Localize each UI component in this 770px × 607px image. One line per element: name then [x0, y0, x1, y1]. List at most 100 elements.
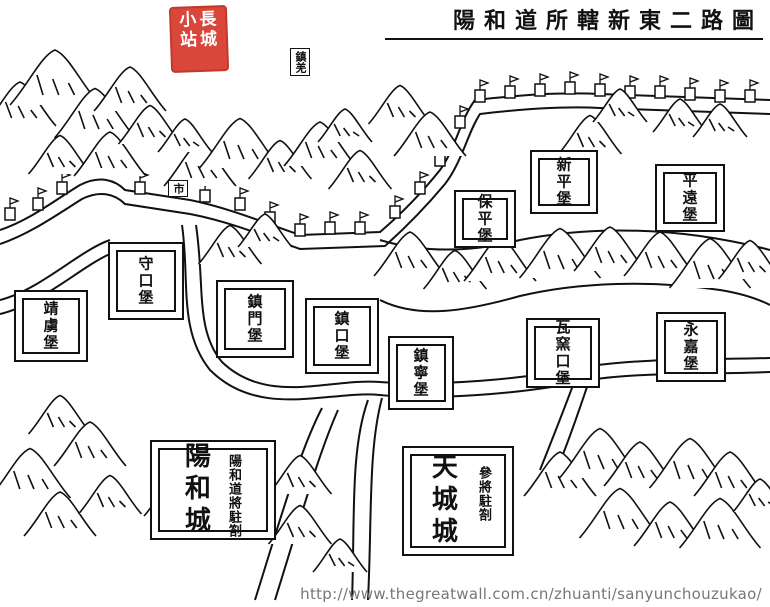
- mountain-peak: [573, 226, 647, 272]
- mountain-hatch: [17, 105, 25, 119]
- mountain-hatch: [714, 471, 723, 489]
- mountain-hatch: [557, 254, 565, 270]
- seal-char: 長: [198, 9, 217, 30]
- mountain-hatch: [30, 109, 38, 119]
- mountain-hatch: [114, 86, 123, 104]
- fort-label: 新平堡: [554, 156, 573, 208]
- mountain-hatch: [36, 74, 44, 96]
- mountain-hatch: [288, 165, 297, 173]
- mountain-hatch: [227, 246, 236, 258]
- mountain-hatch: [727, 475, 735, 489]
- city-yanghe[interactable]: 陽和城 陽和道將駐劄: [150, 440, 276, 540]
- mountain-peak: [652, 98, 708, 133]
- fort-pingyuan[interactable]: 平遠堡: [655, 164, 725, 232]
- tower-flag: [9, 197, 20, 208]
- fort-zhenkou[interactable]: 鎮口堡: [305, 298, 379, 374]
- mountain-hatch: [136, 122, 145, 138]
- fort-zhenning[interactable]: 鎮寧堡: [388, 336, 454, 410]
- seal-char: 站: [179, 30, 198, 51]
- mountain-hatch: [484, 256, 493, 274]
- mountain-hatch: [352, 131, 360, 137]
- mountain-hatch: [173, 133, 181, 147]
- watchtower: [564, 81, 576, 95]
- mountain-hatch: [758, 497, 766, 507]
- watchtower: [414, 181, 426, 195]
- city-sub-label: 參將駐劄: [476, 466, 491, 522]
- mountain-hatch: [608, 103, 616, 117]
- mountain-hatch: [731, 528, 739, 540]
- mountain-hatch: [46, 412, 55, 428]
- mountain-hatch: [216, 242, 225, 258]
- mountain-peak: [717, 239, 770, 280]
- fort-zhenmen[interactable]: 鎮門堡: [216, 280, 294, 358]
- mountain-peak: [53, 421, 127, 467]
- tower-flag: [659, 75, 670, 86]
- mountain-hatch: [158, 130, 167, 138]
- mountain-hatch: [52, 78, 60, 96]
- mountain-hatch: [576, 132, 585, 148]
- mountain-hatch: [127, 90, 135, 104]
- watchtower: [654, 85, 666, 99]
- mountain-hatch: [394, 251, 403, 269]
- fort-jinglu[interactable]: 靖虜堡: [14, 290, 88, 362]
- mountain-peak: [557, 114, 623, 155]
- fort-wall: [224, 288, 286, 350]
- mountain-peak: [27, 134, 93, 175]
- fort-shoukou[interactable]: 守口堡: [108, 242, 184, 320]
- mountain-hatch: [708, 118, 716, 132]
- label-market: 市: [168, 180, 188, 197]
- city-label: 陽和城: [180, 442, 211, 538]
- mountain-hatch: [210, 169, 218, 179]
- mountain-hatch: [497, 260, 505, 274]
- mountain-hatch: [78, 110, 86, 130]
- tower-flag: [329, 211, 340, 222]
- fort-yongjia[interactable]: 永嘉堡: [656, 312, 726, 382]
- mountain-hatch: [272, 236, 280, 242]
- mountain-hatch: [308, 480, 317, 488]
- watchtower: [4, 207, 16, 221]
- mountain-hatch: [767, 501, 770, 505]
- mountain-hatch: [703, 520, 711, 540]
- mountain-hatch: [286, 472, 295, 488]
- wall-line-2: [0, 106, 770, 251]
- mountain-hatch: [92, 114, 100, 130]
- mountain-hatch: [237, 144, 245, 160]
- red-seal-stamp: 長 城 小 站: [168, 5, 230, 73]
- mountain-hatch: [637, 465, 645, 479]
- fort-baoping[interactable]: 保平堡: [454, 190, 516, 248]
- watchtower: [744, 89, 756, 103]
- fort-wayaokou[interactable]: 瓦窯口堡: [526, 318, 600, 388]
- mountain-hatch: [184, 161, 193, 179]
- mountain-hatch: [87, 445, 95, 459]
- fort-label: 平遠堡: [680, 172, 699, 224]
- watchtower: [56, 181, 68, 195]
- mountain-hatch: [620, 254, 628, 264]
- mountain-hatch: [297, 526, 306, 538]
- mountain-hatch: [343, 127, 351, 137]
- city-wall: [410, 454, 506, 548]
- mountain-hatch: [510, 264, 518, 274]
- fort-xinping[interactable]: 新平堡: [530, 150, 598, 214]
- fort-wall: [22, 298, 80, 354]
- mountain-peak: [23, 491, 97, 537]
- label-zhenqiang: 鎮羌: [290, 48, 310, 76]
- mountain-peak: [523, 451, 597, 497]
- mountain-hatch: [594, 246, 603, 264]
- mountain-hatch: [597, 454, 605, 470]
- mountain-hatch: [740, 479, 748, 489]
- fort-wall: [462, 198, 508, 240]
- mountain-hatch: [70, 519, 78, 529]
- mountain-hatch: [197, 165, 205, 179]
- city-sub-label: 陽和道將駐劄: [226, 454, 241, 538]
- watchtower: [454, 115, 466, 129]
- tower-flag: [509, 75, 520, 86]
- fort-label: 鎮寧堡: [411, 347, 430, 399]
- watchtower: [234, 197, 246, 211]
- watchtower: [294, 223, 306, 237]
- mountain-hatch: [414, 131, 423, 149]
- mountain-hatch: [657, 255, 665, 269]
- city-tiancheng[interactable]: 天城城 參將駐劄: [402, 446, 514, 556]
- watchtower: [594, 83, 606, 97]
- watchtower: [389, 205, 401, 219]
